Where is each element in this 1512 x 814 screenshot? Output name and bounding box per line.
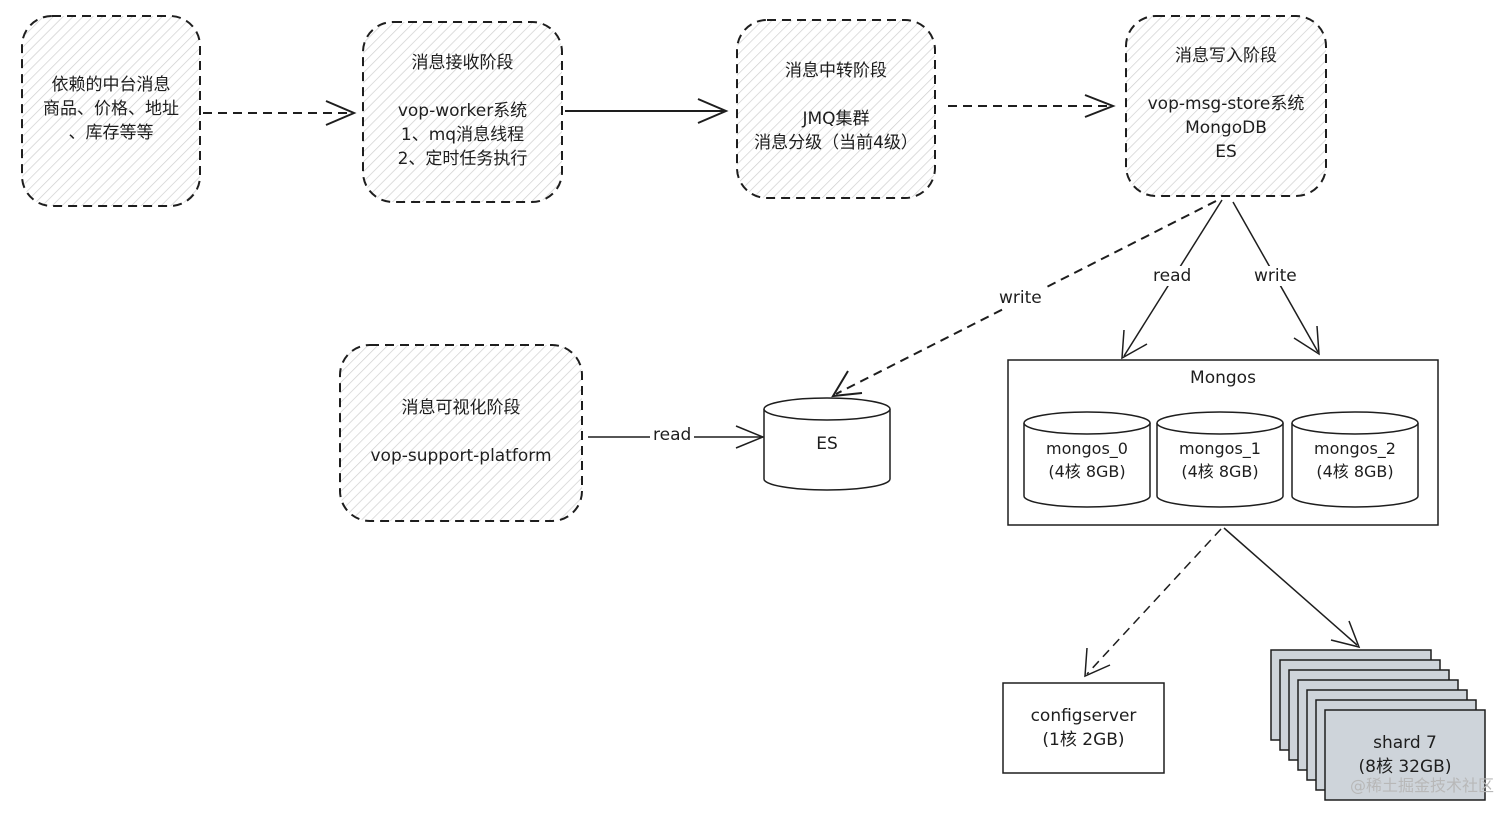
mongos-node-2-cylinder[interactable] [1291,411,1419,508]
edge-label-read-mongos: read [1150,266,1195,286]
stage-box-visual[interactable] [339,344,583,522]
mongos-node-2-name: mongos_2 [1314,439,1396,458]
mongos-node-2-spec: (4核 8GB) [1316,462,1394,481]
stage-receive-line-3: 2、定时任务执行 [397,149,528,169]
mongos-node-0-cylinder[interactable] [1023,411,1151,508]
stage-source-line-2: 商品、价格、地址 [43,99,179,119]
arrow-relay-to-write [948,94,1116,118]
arrow-mongos-to-configserver [1084,528,1222,678]
mongos-node-2-text: mongos_2 (4核 8GB) [1292,437,1418,483]
stage-box-write[interactable] [1125,15,1327,197]
stage-visual-title: 消息可视化阶段 [401,398,521,418]
stage-receive-title: 消息接收阶段 [411,53,514,73]
mongos-node-1-text: mongos_1 (4核 8GB) [1157,437,1283,483]
stage-write-title: 消息写入阶段 [1175,46,1277,66]
shard-stack[interactable] [1270,649,1486,801]
configserver-name: configserver [1030,706,1137,726]
mongos-node-0-text: mongos_0 (4核 8GB) [1024,437,1150,483]
stage-box-source[interactable] [21,15,201,207]
stage-relay-title: 消息中转阶段 [785,61,887,81]
shard-spec: (8核 32GB) [1358,757,1452,777]
stage-write-line-2: MongoDB [1185,118,1267,138]
edge-label-write-es: write [996,288,1045,308]
arrow-mongos-to-shard [1223,527,1361,649]
stage-receive-line-1: vop-worker系统 [397,101,528,121]
stage-box-receive[interactable] [362,21,563,203]
stage-write-text: 消息写入阶段 vop-msg-store系统 MongoDB ES [1126,44,1326,164]
shard-name: shard 7 [1373,733,1437,753]
mongos-node-0-name: mongos_0 [1046,439,1128,458]
arrow-receive-to-relay [565,98,729,124]
stage-relay-text: 消息中转阶段 JMQ集群 消息分级（当前4级） [737,59,935,155]
mongos-node-1-spec: (4核 8GB) [1181,462,1259,481]
stage-relay-line-1: JMQ集群 [802,109,870,129]
stage-source-line-3: 、库存等等 [68,123,154,143]
arrow-source-to-receive [203,100,357,126]
watermark: @稀土掘金技术社区 [1349,776,1494,795]
stage-source-text: 依赖的中台消息 商品、价格、地址 、库存等等 [22,73,200,145]
mongos-node-1-cylinder[interactable] [1156,411,1284,508]
mongos-node-1-name: mongos_1 [1179,439,1261,458]
stage-write-line-1: vop-msg-store系统 [1147,94,1305,114]
shard-text: shard 7 (8核 32GB) [1325,731,1485,779]
configserver-spec: (1核 2GB) [1042,730,1125,750]
configserver-text: configserver (1核 2GB) [1003,704,1164,752]
stage-visual-text: 消息可视化阶段 vop-support-platform [340,396,582,468]
edge-label-read-es: read [650,425,695,445]
stage-receive-line-2: 1、mq消息线程 [400,125,525,145]
es-label: ES [816,434,838,454]
stage-visual-line-1: vop-support-platform [370,446,552,466]
stage-receive-text: 消息接收阶段 vop-worker系统 1、mq消息线程 2、定时任务执行 [363,51,562,171]
stage-write-line-3: ES [1215,142,1237,162]
stage-relay-line-2: 消息分级（当前4级） [754,133,918,153]
stage-source-line-1: 依赖的中台消息 [51,75,171,95]
mongos-node-0-spec: (4核 8GB) [1048,462,1126,481]
stage-box-relay[interactable] [736,19,936,199]
mongos-title: Mongos [1190,368,1256,388]
es-database[interactable] [763,397,891,491]
edge-label-write-mongos: write [1251,266,1300,286]
configserver-box[interactable] [1002,682,1165,774]
